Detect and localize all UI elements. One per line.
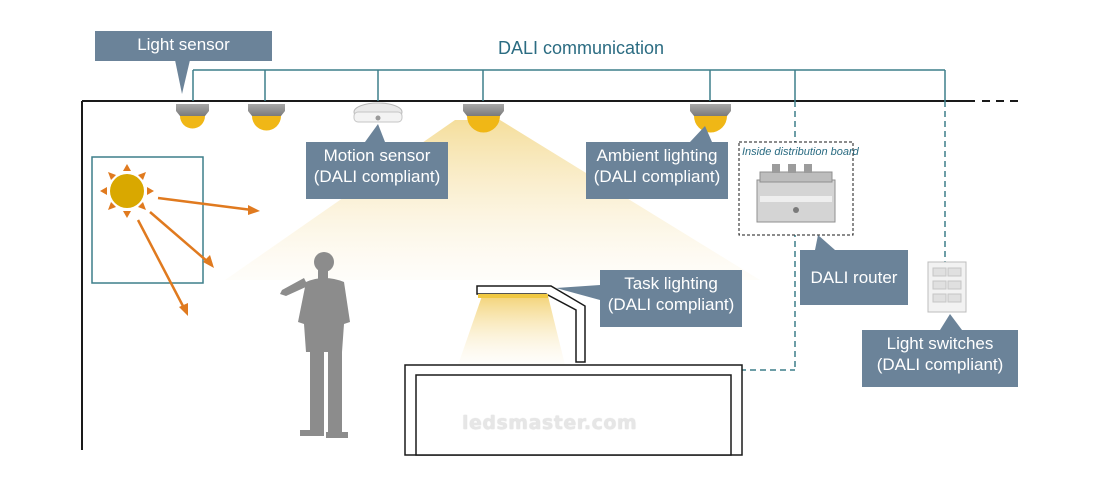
ambient-lamp-1 <box>463 104 504 133</box>
dali-communication-title: DALI communication <box>498 38 665 58</box>
dali-bus <box>192 69 946 101</box>
distribution-board-title: Inside distribution board <box>742 146 859 158</box>
motion-sensor-label: Motion sensor (DALI compliant) <box>306 142 448 199</box>
sun-icon <box>100 164 154 218</box>
task-lighting-line-1: Task lighting <box>624 274 718 293</box>
ceiling-lamp-2 <box>248 104 285 131</box>
task-light-beam <box>458 296 565 365</box>
light-switches-line-1: Light switches <box>886 334 994 353</box>
task-lamp <box>476 285 586 363</box>
light-switches-line-2: (DALI compliant) <box>876 355 1004 374</box>
task-lighting-label: Task lighting (DALI compliant) <box>600 270 742 327</box>
motion-sensor-line-2: (DALI compliant) <box>313 167 441 186</box>
ambient-lighting-line-1: Ambient lighting <box>596 146 718 165</box>
ambient-lamp-2 <box>690 104 731 133</box>
dali-router-label: DALI router <box>800 250 908 305</box>
motion-sensor-line-1: Motion sensor <box>323 146 431 165</box>
desk <box>404 364 743 456</box>
sunlight-arrows <box>136 196 260 316</box>
task-lighting-line-2: (DALI compliant) <box>607 295 735 314</box>
ambient-lighting-line-2: (DALI compliant) <box>593 167 721 186</box>
room-outline <box>81 100 1020 450</box>
light-switches-label: Light switches (DALI compliant) <box>862 330 1018 387</box>
light-sensor-label: Light sensor <box>95 31 272 61</box>
watermark: ledsmaster.com <box>462 412 638 434</box>
person-silhouette <box>280 252 350 438</box>
light-sensor-lamp <box>176 104 209 129</box>
light-switches-device <box>927 261 967 313</box>
callout-pointers <box>175 60 962 330</box>
dali-router-device <box>756 164 836 223</box>
light-sensor-text: Light sensor <box>137 35 230 54</box>
window-frame <box>91 156 204 284</box>
ambient-lighting-label: Ambient lighting (DALI compliant) <box>586 142 728 199</box>
ceiling-light-beam <box>225 120 760 280</box>
motion-sensor-device <box>353 102 403 123</box>
dali-router-text: DALI router <box>810 268 898 287</box>
